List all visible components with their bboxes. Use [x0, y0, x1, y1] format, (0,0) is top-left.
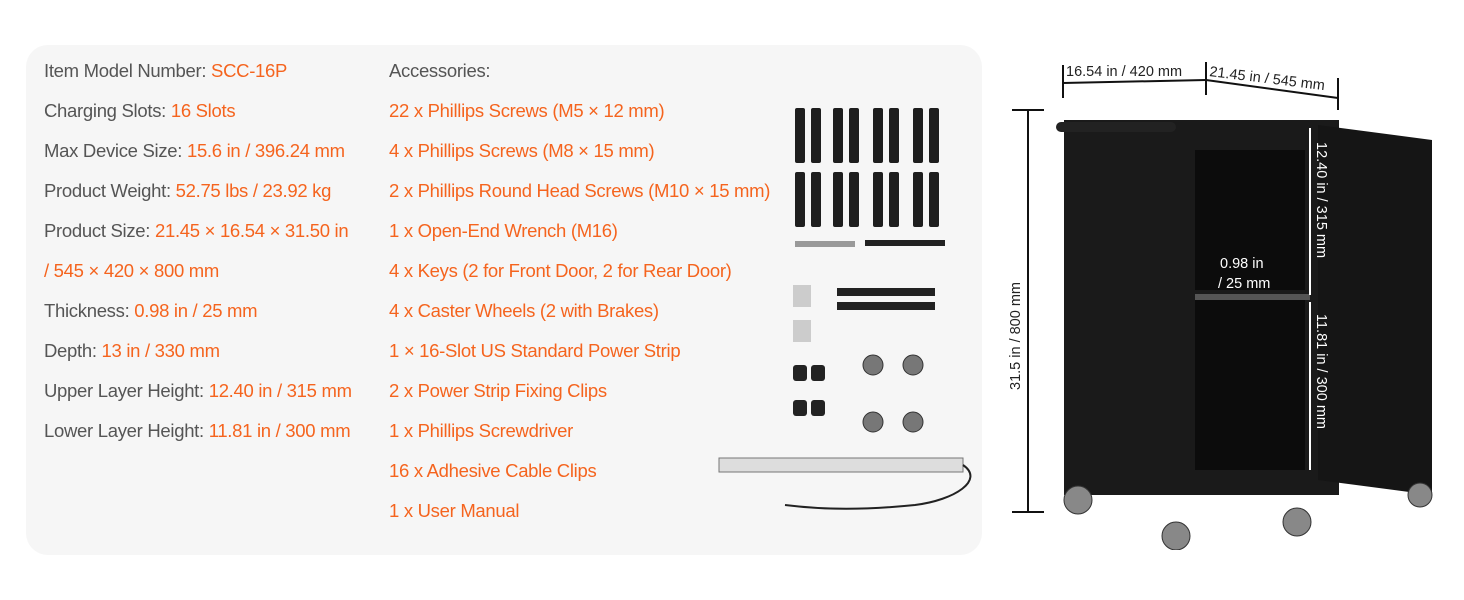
spec-label: Max Device Size: [44, 140, 187, 161]
wrench-icon [795, 241, 855, 247]
accessory-item: 16 x Adhesive Cable Clips [389, 460, 597, 481]
fixing-clip-icon [793, 320, 811, 342]
keys-icon [793, 365, 825, 416]
accessory-item: 4 x Caster Wheels (2 with Brakes) [389, 300, 659, 321]
accessory-item: 2 x Power Strip Fixing Clips [389, 380, 607, 401]
spec-weight: Product Weight: 52.75 lbs / 23.92 kg [44, 178, 352, 218]
spec-label: Upper Layer Height: [44, 380, 209, 401]
slot-thickness-line1: 0.98 in [1220, 256, 1264, 272]
spec-value: 13 in / 330 mm [101, 340, 220, 361]
screws-icon [837, 288, 935, 310]
caster-wheels-icon [862, 354, 924, 433]
screwdriver-icon [865, 240, 945, 246]
spec-label: Charging Slots: [44, 100, 171, 121]
spec-value: 52.75 lbs / 23.92 kg [175, 180, 332, 201]
spec-label: Product Size: [44, 220, 155, 241]
spec-value: / 545 × 420 × 800 mm [44, 260, 220, 281]
spec-value: SCC-16P [211, 60, 288, 81]
accessories-image [718, 108, 972, 510]
spec-value: 15.6 in / 396.24 mm [186, 140, 345, 161]
spec-value: 12.40 in / 315 mm [208, 380, 352, 401]
spec-depth: Depth: 13 in / 330 mm [44, 338, 352, 378]
spec-label: Item Model Number: [44, 60, 212, 81]
spec-list: Item Model Number: SCC-16P Charging Slot… [44, 58, 352, 458]
accessory-item: 22 x Phillips Screws (M5 × 12 mm) [389, 100, 665, 121]
accessory-item: 1 x Open-End Wrench (M16) [389, 220, 618, 241]
lower-layer-dimension: 11.81 in / 300 mm [1313, 314, 1329, 429]
accessories-title: Accessories: [389, 60, 491, 81]
upper-layer-dimension: 12.40 in / 315 mm [1313, 142, 1329, 258]
spec-value: 21.45 × 16.54 × 31.50 in [154, 220, 349, 241]
spec-value: 16 Slots [170, 100, 236, 121]
spec-upper-height: Upper Layer Height: 12.40 in / 315 mm [44, 378, 352, 418]
depth-dimension: 21.45 in / 545 mm [1209, 64, 1326, 94]
spec-size-metric: / 545 × 420 × 800 mm [44, 258, 352, 298]
cable-clips-icon [795, 108, 939, 227]
cart-wheels-icon [1063, 482, 1433, 550]
accessory-item: 4 x Phillips Screws (M8 × 15 mm) [389, 140, 655, 161]
height-dimension: 31.5 in / 800 mm [1008, 282, 1024, 390]
slot-thickness-line2: / 25 mm [1218, 276, 1270, 292]
spec-label: Depth: [44, 340, 102, 361]
accessory-item: 1 x User Manual [389, 500, 520, 521]
accessory-item: 1 x Phillips Screwdriver [389, 420, 574, 441]
spec-size: Product Size: 21.45 × 16.54 × 31.50 in [44, 218, 352, 258]
cart-door [1318, 125, 1432, 495]
spec-value: 0.98 in / 25 mm [134, 300, 258, 321]
spec-lower-height: Lower Layer Height: 11.81 in / 300 mm [44, 418, 352, 458]
accessory-item: 4 x Keys (2 for Front Door, 2 for Rear D… [389, 260, 732, 281]
spec-label: Thickness: [44, 300, 135, 321]
accessories-list: Accessories: 22 x Phillips Screws (M5 × … [389, 58, 770, 538]
accessory-item: 1 × 16-Slot US Standard Power Strip [389, 340, 681, 361]
fixing-clip-icon [793, 285, 811, 307]
spec-thickness: Thickness: 0.98 in / 25 mm [44, 298, 352, 338]
spec-model: Item Model Number: SCC-16P [44, 58, 352, 98]
spec-max-device: Max Device Size: 15.6 in / 396.24 mm [44, 138, 352, 178]
spec-slots: Charging Slots: 16 Slots [44, 98, 352, 138]
charging-cart-image: 16.54 in / 420 mm 21.45 in / 545 mm 31.5… [1008, 62, 1433, 550]
spec-label: Product Weight: [44, 180, 176, 201]
accessory-item: 2 x Phillips Round Head Screws (M10 × 15… [389, 180, 771, 201]
spec-label: Lower Layer Height: [44, 420, 209, 441]
width-dimension: 16.54 in / 420 mm [1066, 64, 1182, 80]
spec-value: 11.81 in / 300 mm [208, 420, 351, 441]
power-strip-icon [718, 457, 964, 473]
